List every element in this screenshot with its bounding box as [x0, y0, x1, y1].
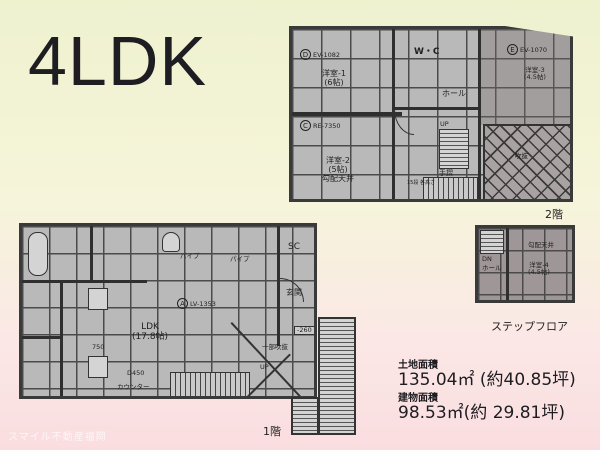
toilet-icon: [162, 232, 180, 252]
floor-label-step: ステップフロア: [491, 320, 568, 333]
room-western-1: 洋室-1 (6帖): [322, 69, 346, 88]
stair-note: 15段 各高さ: [407, 180, 435, 186]
void-area: 吹抜: [483, 124, 570, 199]
handrail-label: 手摺: [439, 169, 453, 177]
bathtub-icon: [28, 232, 48, 276]
counter-label: カウンター: [117, 383, 150, 391]
room-western-4: 洋室-4 (4.5帖): [528, 261, 550, 277]
room-western-2: 洋室-2 (5帖) 勾配天井: [322, 156, 354, 184]
porch-deck: [318, 317, 356, 435]
floor-label-1f: 1階: [263, 425, 281, 438]
land-area-value: 135.04㎡ (約40.85坪): [398, 370, 576, 390]
room-entrance: 玄関: [286, 288, 302, 297]
dim-d450: D450: [127, 369, 145, 377]
land-area-label: 土地面積: [398, 360, 438, 371]
step-note: 勾配天井: [528, 241, 554, 249]
stairs-2f: [439, 129, 469, 169]
room-wic: W・C: [414, 47, 440, 57]
sink-icon: [88, 288, 108, 310]
watermark: スマイル不動産福岡: [8, 432, 107, 443]
room-ldk: LDK (17.8帖): [132, 322, 169, 343]
porch-step: [291, 397, 319, 435]
stairs-up-label: UP: [440, 120, 449, 128]
stairs-up-1f: UP: [260, 363, 269, 371]
floor-label-2f: 2階: [545, 208, 563, 221]
dim-750: 750: [92, 343, 105, 351]
step-dn: DN: [482, 255, 492, 263]
building-area-value: 98.53㎡(約 29.81坪): [398, 402, 566, 423]
room-western-3: 洋室-3 (4.5帖): [524, 66, 546, 82]
partial-void-label: 一部吹抜: [262, 343, 288, 351]
room-hall-2f: ホール: [442, 89, 466, 98]
layout-title: 4LDK: [28, 22, 208, 100]
pipe-label-2: パイプ: [230, 255, 250, 263]
building-area-label: 建物面積: [398, 392, 438, 404]
area-info: 土地面積 135.04㎡ (約40.85坪) 建物面積 98.53㎡(約 29.…: [398, 360, 576, 425]
stairs-2f-lower: [423, 177, 478, 199]
floor-plan-step: DN ホール 勾配天井 洋室-4 (4.5帖): [475, 225, 575, 303]
pipe-label-1: パイプ: [180, 252, 200, 260]
stairs-1f: [170, 372, 250, 396]
step-down-260: -260: [294, 326, 314, 336]
step-hall: ホール: [482, 264, 502, 272]
stove-icon: [88, 356, 108, 378]
shoe-closet-label: SC: [288, 242, 300, 252]
